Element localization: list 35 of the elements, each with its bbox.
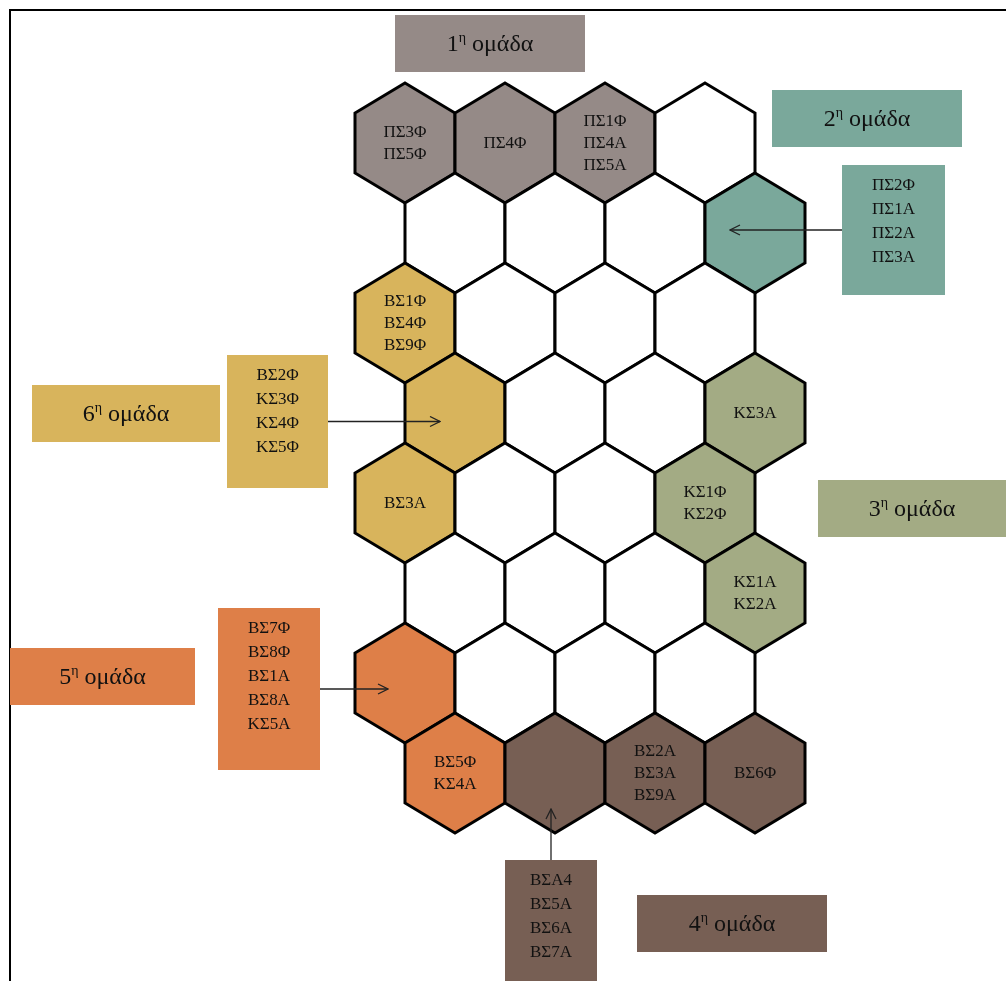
group-name: 5$^{η}$ ομάδα xyxy=(59,663,146,690)
group-name: 6$^{η}$ ομάδα xyxy=(82,400,170,427)
arrow xyxy=(729,224,843,236)
course-codes: ΠΣ3Φ ΠΣ5Φ xyxy=(383,121,427,165)
course-codes: ΒΣ1Φ ΒΣ4Φ ΒΣ9Φ xyxy=(383,290,427,356)
course-codes: ΒΣΑ4 ΒΣ5Α ΒΣ6Α ΒΣ7Α xyxy=(530,869,572,963)
group-name: 3$^{η}$ ομάδα xyxy=(868,495,956,522)
course-codes: ΒΣ6Φ xyxy=(733,762,777,784)
group-label-box xyxy=(772,90,962,147)
arrow xyxy=(327,415,441,428)
group-label-box xyxy=(818,480,1006,537)
course-codes: ΚΣ1Φ ΚΣ2Φ xyxy=(683,481,727,525)
course-codes: ΚΣ3Α xyxy=(733,402,777,424)
course-codes: ΒΣ2Φ ΚΣ3Φ ΚΣ4Φ ΚΣ5Φ xyxy=(255,364,300,458)
code-list-box xyxy=(842,165,945,295)
course-codes: ΚΣ1Α ΚΣ2Α xyxy=(733,571,777,615)
code-list-box xyxy=(227,355,328,488)
code-list-box xyxy=(505,860,597,981)
group-name: 1$^{η}$ ομάδα xyxy=(446,30,534,57)
course-codes: ΠΣ4Φ xyxy=(483,132,527,154)
course-codes: ΒΣ7Φ ΒΣ8Φ ΒΣ1Α ΒΣ8Α ΚΣ5Α xyxy=(247,617,291,735)
course-codes: ΠΣ1Φ ΠΣ4Α ΠΣ5Α xyxy=(583,110,627,176)
code-list-box xyxy=(218,608,320,770)
group-name: 2$^{η}$ ομάδα xyxy=(823,105,911,132)
group-label-box xyxy=(637,895,827,952)
group-label-box xyxy=(10,648,195,705)
course-codes: ΒΣ5Φ ΚΣ4Α xyxy=(433,751,477,795)
course-codes: ΒΣ2Α ΒΣ3Α ΒΣ9Α xyxy=(634,740,676,806)
course-codes: ΒΣ3Α xyxy=(384,492,426,514)
group-label-box xyxy=(32,385,220,442)
arrow xyxy=(545,808,557,861)
course-codes: ΠΣ2Φ ΠΣ1Α ΠΣ2Α ΠΣ3Α xyxy=(871,174,916,268)
arrow xyxy=(319,683,389,695)
group-name: 4$^{η}$ ομάδα xyxy=(688,910,776,937)
group-label-box xyxy=(395,15,585,72)
